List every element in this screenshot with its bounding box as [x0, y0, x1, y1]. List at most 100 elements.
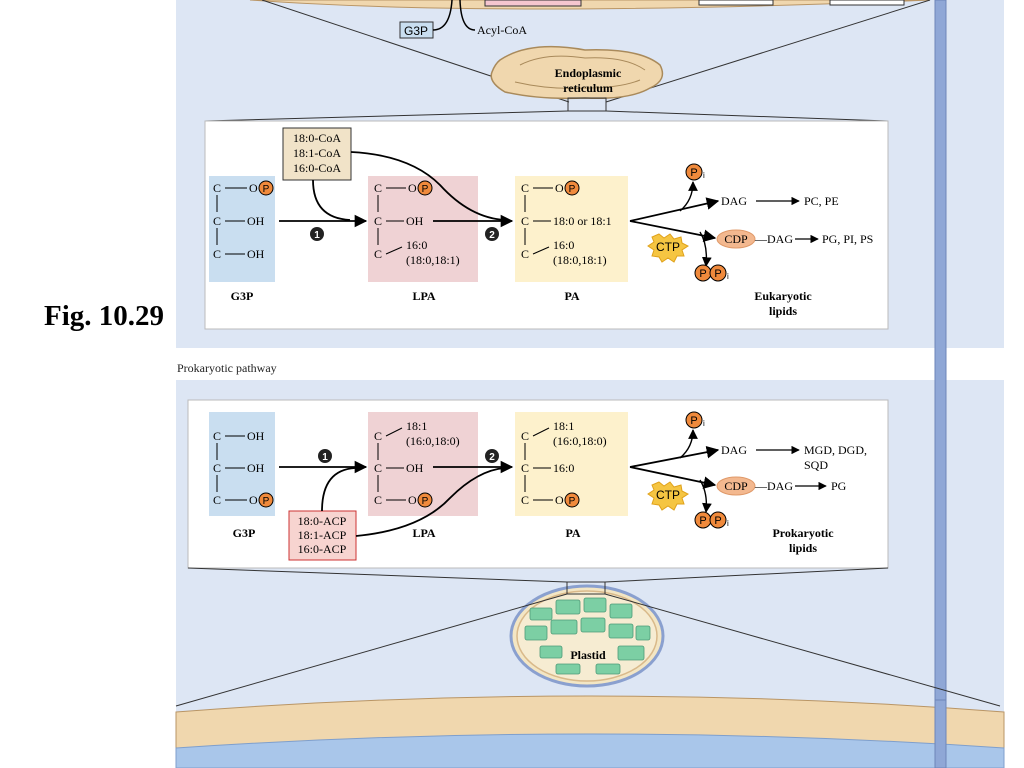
- euk-dag-arrow: [629, 197, 720, 222]
- svg-text:P: P: [714, 268, 721, 280]
- pro-product-label-1: Prokaryotic: [772, 526, 834, 540]
- euk-cdp-label: CDP: [724, 232, 748, 246]
- svg-text:P: P: [569, 184, 576, 195]
- pro-pa-sn1: 18:1: [553, 419, 574, 433]
- plastid-label: Plastid: [570, 648, 606, 662]
- acyl-coa-line-1: 18:0-CoA: [293, 131, 341, 145]
- euk-pa-sn1: 18:0 or 18:1: [553, 214, 612, 228]
- svg-text:P: P: [422, 496, 429, 507]
- top-g3p-label: G3P: [404, 24, 428, 38]
- svg-text:C: C: [213, 247, 221, 261]
- plastid-zoom-box: [566, 581, 606, 595]
- svg-text:P: P: [263, 496, 270, 507]
- svg-text:OH: OH: [247, 247, 265, 261]
- inorganic-phosphate-icon: [685, 411, 703, 429]
- svg-text:C: C: [374, 493, 382, 507]
- er-zoom-box: [567, 97, 607, 112]
- svg-text:C: C: [521, 429, 529, 443]
- euk-cdp-products: PG, PI, PS: [822, 232, 873, 246]
- euk-step2-badge: [485, 227, 499, 241]
- svg-text:O: O: [249, 493, 258, 507]
- svg-text:OH: OH: [247, 461, 265, 475]
- euk-lpa-chain: 16:0: [406, 238, 427, 252]
- svg-text:C: C: [213, 214, 221, 228]
- svg-text:i: i: [727, 272, 729, 281]
- pyrophosphate-icon-2: [709, 264, 727, 282]
- phosphate-icon: [258, 492, 274, 508]
- euk-cdp-arrow: [629, 220, 717, 242]
- er-label-line-1: Endoplasmic: [555, 66, 622, 80]
- pro-cdp-dag: —DAG: [754, 479, 793, 493]
- er-zoom-line-left: [204, 110, 569, 122]
- svg-text:P: P: [699, 268, 706, 280]
- svg-text:i: i: [703, 419, 705, 428]
- euk-pi-release-arrow: [679, 181, 698, 212]
- figure-label: Fig. 10.29: [44, 300, 165, 332]
- acyl-coa-box: [282, 127, 352, 181]
- pro-ppi-release-arrow: [699, 479, 712, 513]
- top-white-box-2: [829, 0, 905, 6]
- svg-text:C: C: [213, 429, 221, 443]
- prokaryotic-pathway-title: Prokaryotic pathway: [177, 361, 277, 375]
- euk-pa-sn2-alt: (18:0,18:1): [553, 253, 607, 267]
- pro-dag-arrow: [629, 445, 720, 468]
- euk-dag-label: DAG: [721, 194, 747, 208]
- phosphate-icon: [564, 180, 580, 196]
- euk-ppi-release-arrow: [699, 231, 712, 267]
- pro-step1-badge: [318, 449, 332, 463]
- svg-text:C: C: [521, 214, 529, 228]
- vertical-wall-bar: [934, 0, 947, 768]
- svg-text:C: C: [521, 247, 529, 261]
- plastid-zoom-line-right: [604, 593, 1001, 707]
- svg-text:i: i: [703, 171, 705, 180]
- top-acyl-coa-label: Acyl-CoA: [477, 23, 527, 37]
- svg-text:P: P: [569, 496, 576, 507]
- pyrophosphate-icon-2: [709, 511, 727, 529]
- euk-ctp-label: CTP: [656, 240, 680, 254]
- phosphate-icon: [564, 492, 580, 508]
- pro-cdp-label: CDP: [724, 479, 748, 493]
- euk-product-label-2: lipids: [769, 304, 797, 318]
- top-white-box-1: [698, 0, 774, 6]
- euk-lpa-structure: C O C OH C: [374, 181, 424, 261]
- euk-product-label-1: Eukaryotic: [754, 289, 812, 303]
- inorganic-phosphate-icon: [685, 163, 703, 181]
- svg-text:P: P: [714, 515, 721, 527]
- pro-lpa-chain: 18:1: [406, 419, 427, 433]
- euk-pa-name: PA: [564, 289, 579, 303]
- euk-lpa-name: LPA: [412, 289, 435, 303]
- pro-lpa-name: LPA: [412, 526, 435, 540]
- phosphate-icon: [417, 492, 433, 508]
- pro-lpa-structure: C C OH C O: [374, 427, 424, 507]
- pro-ctp-label: CTP: [656, 488, 680, 502]
- pro-dag-products-2: SQD: [804, 458, 828, 472]
- svg-text:C: C: [374, 429, 382, 443]
- er-label-line-2: reticulum: [563, 81, 613, 95]
- phosphate-icon: [417, 180, 433, 196]
- euk-acyl-join-2: [350, 151, 506, 221]
- euk-dag-products: PC, PE: [804, 194, 839, 208]
- pro-pi-release-arrow: [679, 429, 698, 459]
- svg-text:OH: OH: [247, 429, 265, 443]
- pro-dag-products-1: MGD, DGD,: [804, 443, 867, 457]
- plastid-zoom-top-right: [604, 567, 889, 583]
- top-pink-box: [484, 0, 582, 7]
- euk-g3p-name: G3P: [231, 289, 254, 303]
- svg-text:1: 1: [322, 452, 328, 463]
- euk-pa-structure: C O C C: [521, 181, 564, 261]
- svg-text:P: P: [690, 415, 697, 427]
- phosphate-icon: [258, 180, 274, 196]
- pro-acyl-join-2: [355, 467, 506, 537]
- svg-text:C: C: [213, 493, 221, 507]
- svg-text:O: O: [555, 181, 564, 195]
- svg-text:2: 2: [489, 230, 495, 241]
- svg-text:OH: OH: [406, 461, 424, 475]
- svg-text:C: C: [374, 247, 382, 261]
- pro-step2-badge: [485, 449, 499, 463]
- svg-text:C: C: [521, 181, 529, 195]
- pro-pa-sn1-alt: (16:0,18:0): [553, 434, 607, 448]
- ctp-burst-icon: [647, 481, 689, 511]
- pro-g3p-name: G3P: [233, 526, 256, 540]
- svg-text:i: i: [727, 519, 729, 528]
